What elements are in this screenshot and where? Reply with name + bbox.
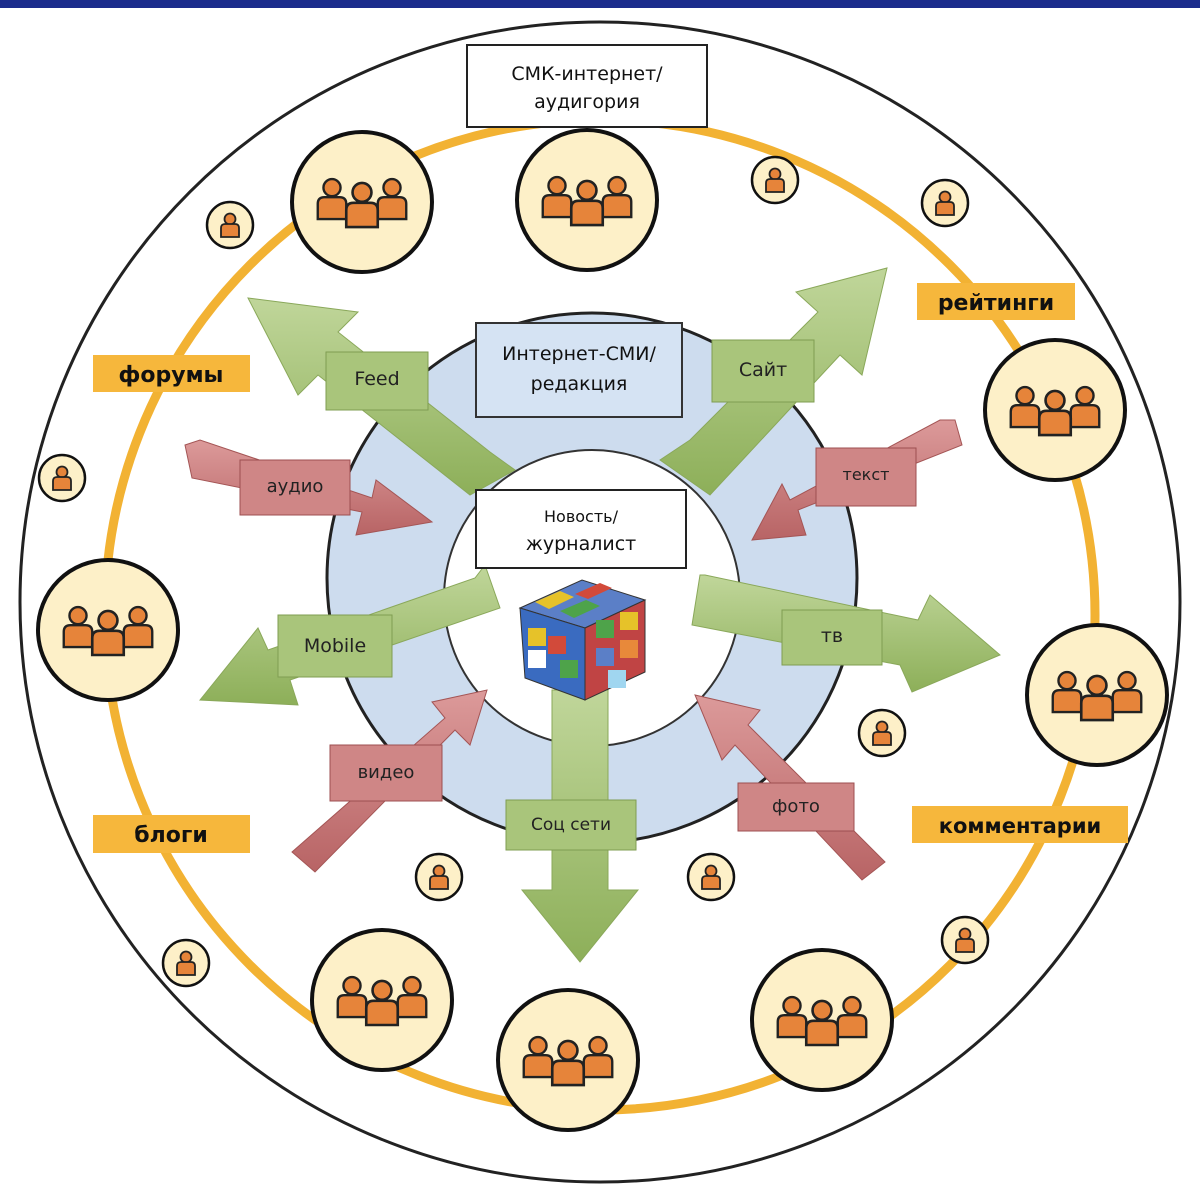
arrow-audio-label: аудио	[267, 476, 324, 497]
arrow-tv-label-box	[781, 609, 883, 666]
arrow-feed-label: Feed	[354, 368, 399, 390]
arrow-social-label-box	[505, 799, 637, 851]
label-blogs-text: блоги	[134, 823, 208, 848]
arrow-photo-label: фото	[772, 796, 820, 817]
arrow-site-label: Сайт	[739, 359, 787, 381]
arrow-photo-label-box	[737, 782, 855, 832]
label-forums-text: форумы	[119, 363, 224, 388]
label-blogs: блоги	[93, 815, 250, 853]
arrow-tv-label: тв	[821, 625, 843, 647]
label-comments: комментарии	[912, 806, 1128, 843]
person-icon	[920, 178, 970, 228]
arrow-site-label-box	[711, 339, 815, 403]
person-icon	[750, 155, 800, 205]
arrow-tv: тв	[691, 574, 1001, 693]
top-box: СМК-интернет/ аудигория	[466, 44, 708, 128]
arrow-video-label-box	[329, 744, 443, 802]
header-band	[0, 0, 1200, 8]
mid-box-line2: редакция	[531, 373, 628, 395]
person-icon	[414, 852, 464, 902]
person-icon	[37, 453, 87, 503]
label-comments-text: комментарии	[939, 814, 1102, 838]
center-box-line1: Новость/	[544, 507, 619, 526]
arrow-site: Сайт	[659, 267, 888, 496]
label-forums: форумы	[93, 355, 250, 392]
arrow-mobile: Mobile	[198, 563, 501, 706]
people-group-icon	[292, 132, 432, 272]
arrow-feed: Feed	[247, 297, 516, 496]
people-group-icon	[752, 950, 892, 1090]
arrow-text: текст	[751, 419, 963, 541]
people-group-icon	[985, 340, 1125, 480]
arrow-social-label: Соц сети	[531, 815, 611, 835]
arrow-mobile-label: Mobile	[304, 635, 366, 657]
arrow-social: Соц сети	[505, 689, 640, 963]
arrow-video-label: видео	[358, 762, 415, 783]
person-icon	[686, 852, 736, 902]
rubiks-cube-icon	[518, 579, 647, 701]
top-box-line1: СМК-интернет/	[511, 63, 663, 85]
arrow-mobile-label-box	[277, 614, 393, 678]
people-group-icon	[498, 990, 638, 1130]
arrow-audio: аудио	[184, 439, 434, 536]
arrow-audio-label-box	[239, 459, 351, 516]
mid-box-line1: Интернет-СМИ/	[502, 343, 656, 365]
people-group-icon	[517, 130, 657, 270]
people-group-icon	[38, 560, 178, 700]
arrow-video: видео	[291, 689, 488, 873]
person-icon	[940, 915, 990, 965]
mid-box: Интернет-СМИ/ редакция	[475, 322, 683, 418]
top-box-line2: аудигория	[534, 91, 640, 113]
label-ratings-text: рейтинги	[938, 291, 1054, 316]
arrow-text-label: текст	[843, 465, 890, 484]
arrow-feed-label-box	[325, 351, 429, 411]
person-icon	[857, 708, 907, 758]
arrow-text-label-box	[815, 447, 917, 507]
label-ratings: рейтинги	[917, 283, 1075, 320]
center-box: Новость/ журналист	[475, 489, 687, 569]
people-group-icon	[1027, 625, 1167, 765]
person-icon	[161, 938, 211, 988]
center-box-line2: журналист	[526, 533, 637, 555]
people-group-icon	[312, 930, 452, 1070]
person-icon	[205, 200, 255, 250]
arrow-photo: фото	[694, 694, 886, 881]
